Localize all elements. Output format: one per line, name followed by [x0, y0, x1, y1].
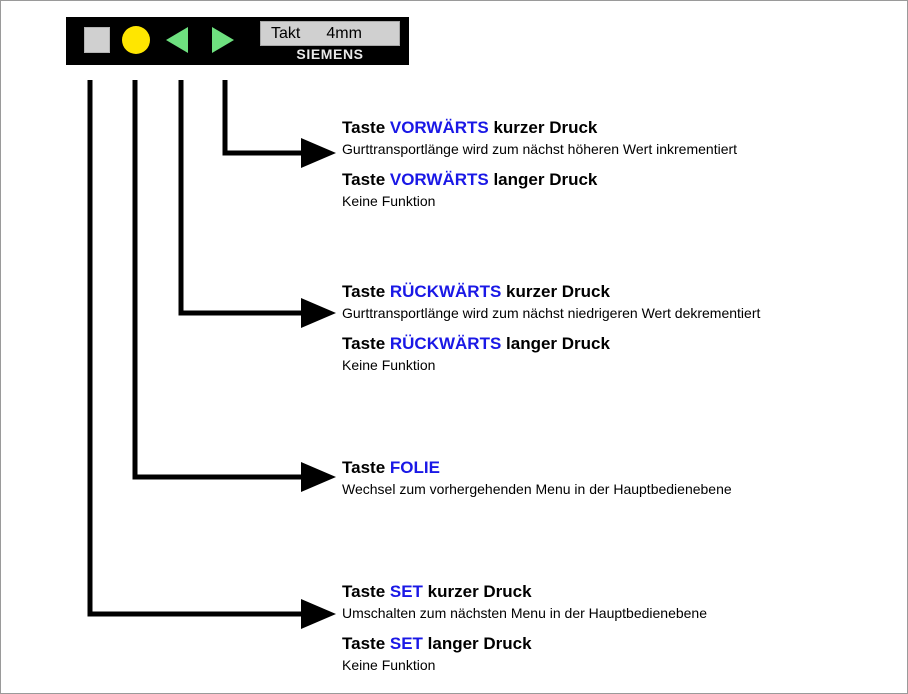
wire-folie: [132, 80, 336, 492]
siemens-brand-label: SIEMENS: [296, 46, 364, 62]
annotation-description: Gurttransportlänge wird zum nächst höher…: [342, 141, 738, 157]
annotation-heading: Taste RÜCKWÄRTS kurzer Druck: [342, 282, 760, 302]
square-icon[interactable]: [84, 27, 110, 53]
annotation-heading: Taste FOLIE: [342, 458, 732, 478]
annotation-heading: Taste SET langer Druck: [342, 634, 707, 654]
wire-rueckwaerts: [178, 80, 336, 328]
annotation-description: Keine Funktion: [342, 657, 436, 673]
takt-display: Takt 4mm: [260, 21, 400, 46]
spacer: [342, 622, 707, 634]
heading-suffix: kurzer Druck: [488, 118, 598, 137]
heading-prefix: Taste: [342, 458, 390, 477]
annotation-heading: Taste SET kurzer Druck: [342, 582, 707, 602]
heading-prefix: Taste: [342, 634, 390, 653]
annotation-description: Keine Funktion: [342, 357, 436, 373]
wire-set: [87, 80, 336, 629]
annotation-description: Keine Funktion: [342, 193, 436, 209]
heading-key: RÜCKWÄRTS: [389, 334, 502, 353]
heading-prefix: Taste: [342, 334, 390, 353]
circle-icon[interactable]: [122, 26, 150, 54]
annotation-description: Umschalten zum nächsten Menu in der Haup…: [342, 605, 708, 621]
annotation-description: Wechsel zum vorhergehenden Menu in der H…: [342, 481, 732, 497]
heading-suffix: langer Druck: [501, 334, 610, 353]
spacer: [342, 322, 760, 334]
heading-suffix: langer Druck: [488, 170, 598, 189]
annotation-description: Gurttransportlänge wird zum nächst niedr…: [342, 305, 761, 321]
heading-prefix: Taste: [342, 282, 390, 301]
spacer: [342, 158, 737, 170]
annotation-block-folie: Taste FOLIE Wechsel zum vorhergehenden M…: [342, 458, 732, 498]
heading-prefix: Taste: [342, 582, 390, 601]
triangle-left-icon[interactable]: [166, 27, 188, 53]
annotation-block-set: Taste SET kurzer Druck Umschalten zum nä…: [342, 582, 707, 674]
heading-key: VORWÄRTS: [389, 170, 489, 189]
annotation-heading: Taste VORWÄRTS kurzer Druck: [342, 118, 737, 138]
heading-key: SET: [389, 634, 423, 653]
heading-key: VORWÄRTS: [389, 118, 489, 137]
wire-vorwaerts: [222, 80, 336, 168]
takt-display-value: 4mm: [326, 24, 362, 42]
heading-key: FOLIE: [389, 458, 440, 477]
triangle-right-icon[interactable]: [212, 27, 234, 53]
annotation-heading: Taste VORWÄRTS langer Druck: [342, 170, 737, 190]
heading-suffix: kurzer Druck: [422, 582, 532, 601]
annotation-heading: Taste RÜCKWÄRTS langer Druck: [342, 334, 760, 354]
heading-suffix: kurzer Druck: [501, 282, 610, 301]
heading-prefix: Taste: [342, 170, 390, 189]
heading-key: SET: [389, 582, 423, 601]
takt-display-label: Takt: [271, 24, 301, 42]
annotation-block-vorwaerts: Taste VORWÄRTS kurzer Druck Gurttranspor…: [342, 118, 737, 210]
heading-suffix: langer Druck: [422, 634, 532, 653]
siemens-operator-panel: Takt 4mm SIEMENS: [66, 17, 409, 65]
annotation-block-rueckwaerts: Taste RÜCKWÄRTS kurzer Druck Gurttranspo…: [342, 282, 760, 374]
heading-key: RÜCKWÄRTS: [389, 282, 502, 301]
heading-prefix: Taste: [342, 118, 390, 137]
